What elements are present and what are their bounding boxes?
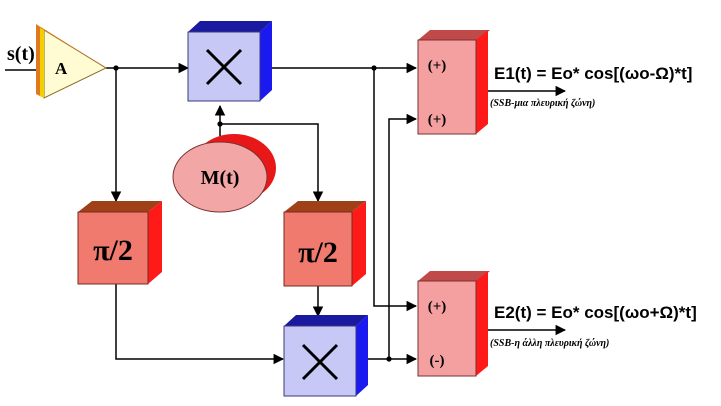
adder-top-sign-upper: (+) <box>428 58 447 74</box>
oscillator-label: M(t) <box>201 167 240 189</box>
output-bottom-note: (SSB-η άλλη πλευρική ζώνη) <box>490 338 609 349</box>
wire-mixer-bottom-to-adder-top <box>388 113 418 359</box>
phase-shifter-left <box>77 201 162 285</box>
adder-bottom-sign-lower: (-) <box>430 353 445 369</box>
junction-dot <box>113 65 119 71</box>
phase-shifter-right-label: π/2 <box>298 236 338 269</box>
mixer-top <box>187 21 272 102</box>
mixer-bottom <box>283 315 368 397</box>
junction-dot <box>371 65 377 71</box>
adder-bottom <box>417 271 490 377</box>
wire-osc-to-phase-right <box>220 123 324 203</box>
adder-top <box>417 30 490 135</box>
junction-dot <box>217 121 223 127</box>
signal-wires <box>5 62 567 365</box>
output-bottom-equation: E2(t) = Eo* cos[(ωo+Ω)*t] <box>494 303 697 322</box>
wire-mixer-top-to-adder-bottom <box>373 68 418 312</box>
junction-dots <box>113 65 392 362</box>
adder-top-sign-lower: (+) <box>428 112 447 128</box>
amplifier-label: A <box>55 59 68 78</box>
phase-shifter-right <box>283 201 366 287</box>
adder-bottom-sign-upper: (+) <box>428 299 447 315</box>
wire-phase-left-to-mixer-bottom <box>115 284 285 365</box>
output-top-note: (SSB-μια πλευρική ζώνη) <box>490 98 595 109</box>
junction-dot <box>386 356 392 362</box>
input-signal-label: s(t) <box>7 43 35 65</box>
oscillator-icon <box>172 134 276 213</box>
output-top-equation: E1(t) = Eo* cos[(ωo-Ω)*t] <box>494 64 692 83</box>
amplifier-icon <box>36 24 108 99</box>
phase-shifter-left-label: π/2 <box>93 234 133 267</box>
